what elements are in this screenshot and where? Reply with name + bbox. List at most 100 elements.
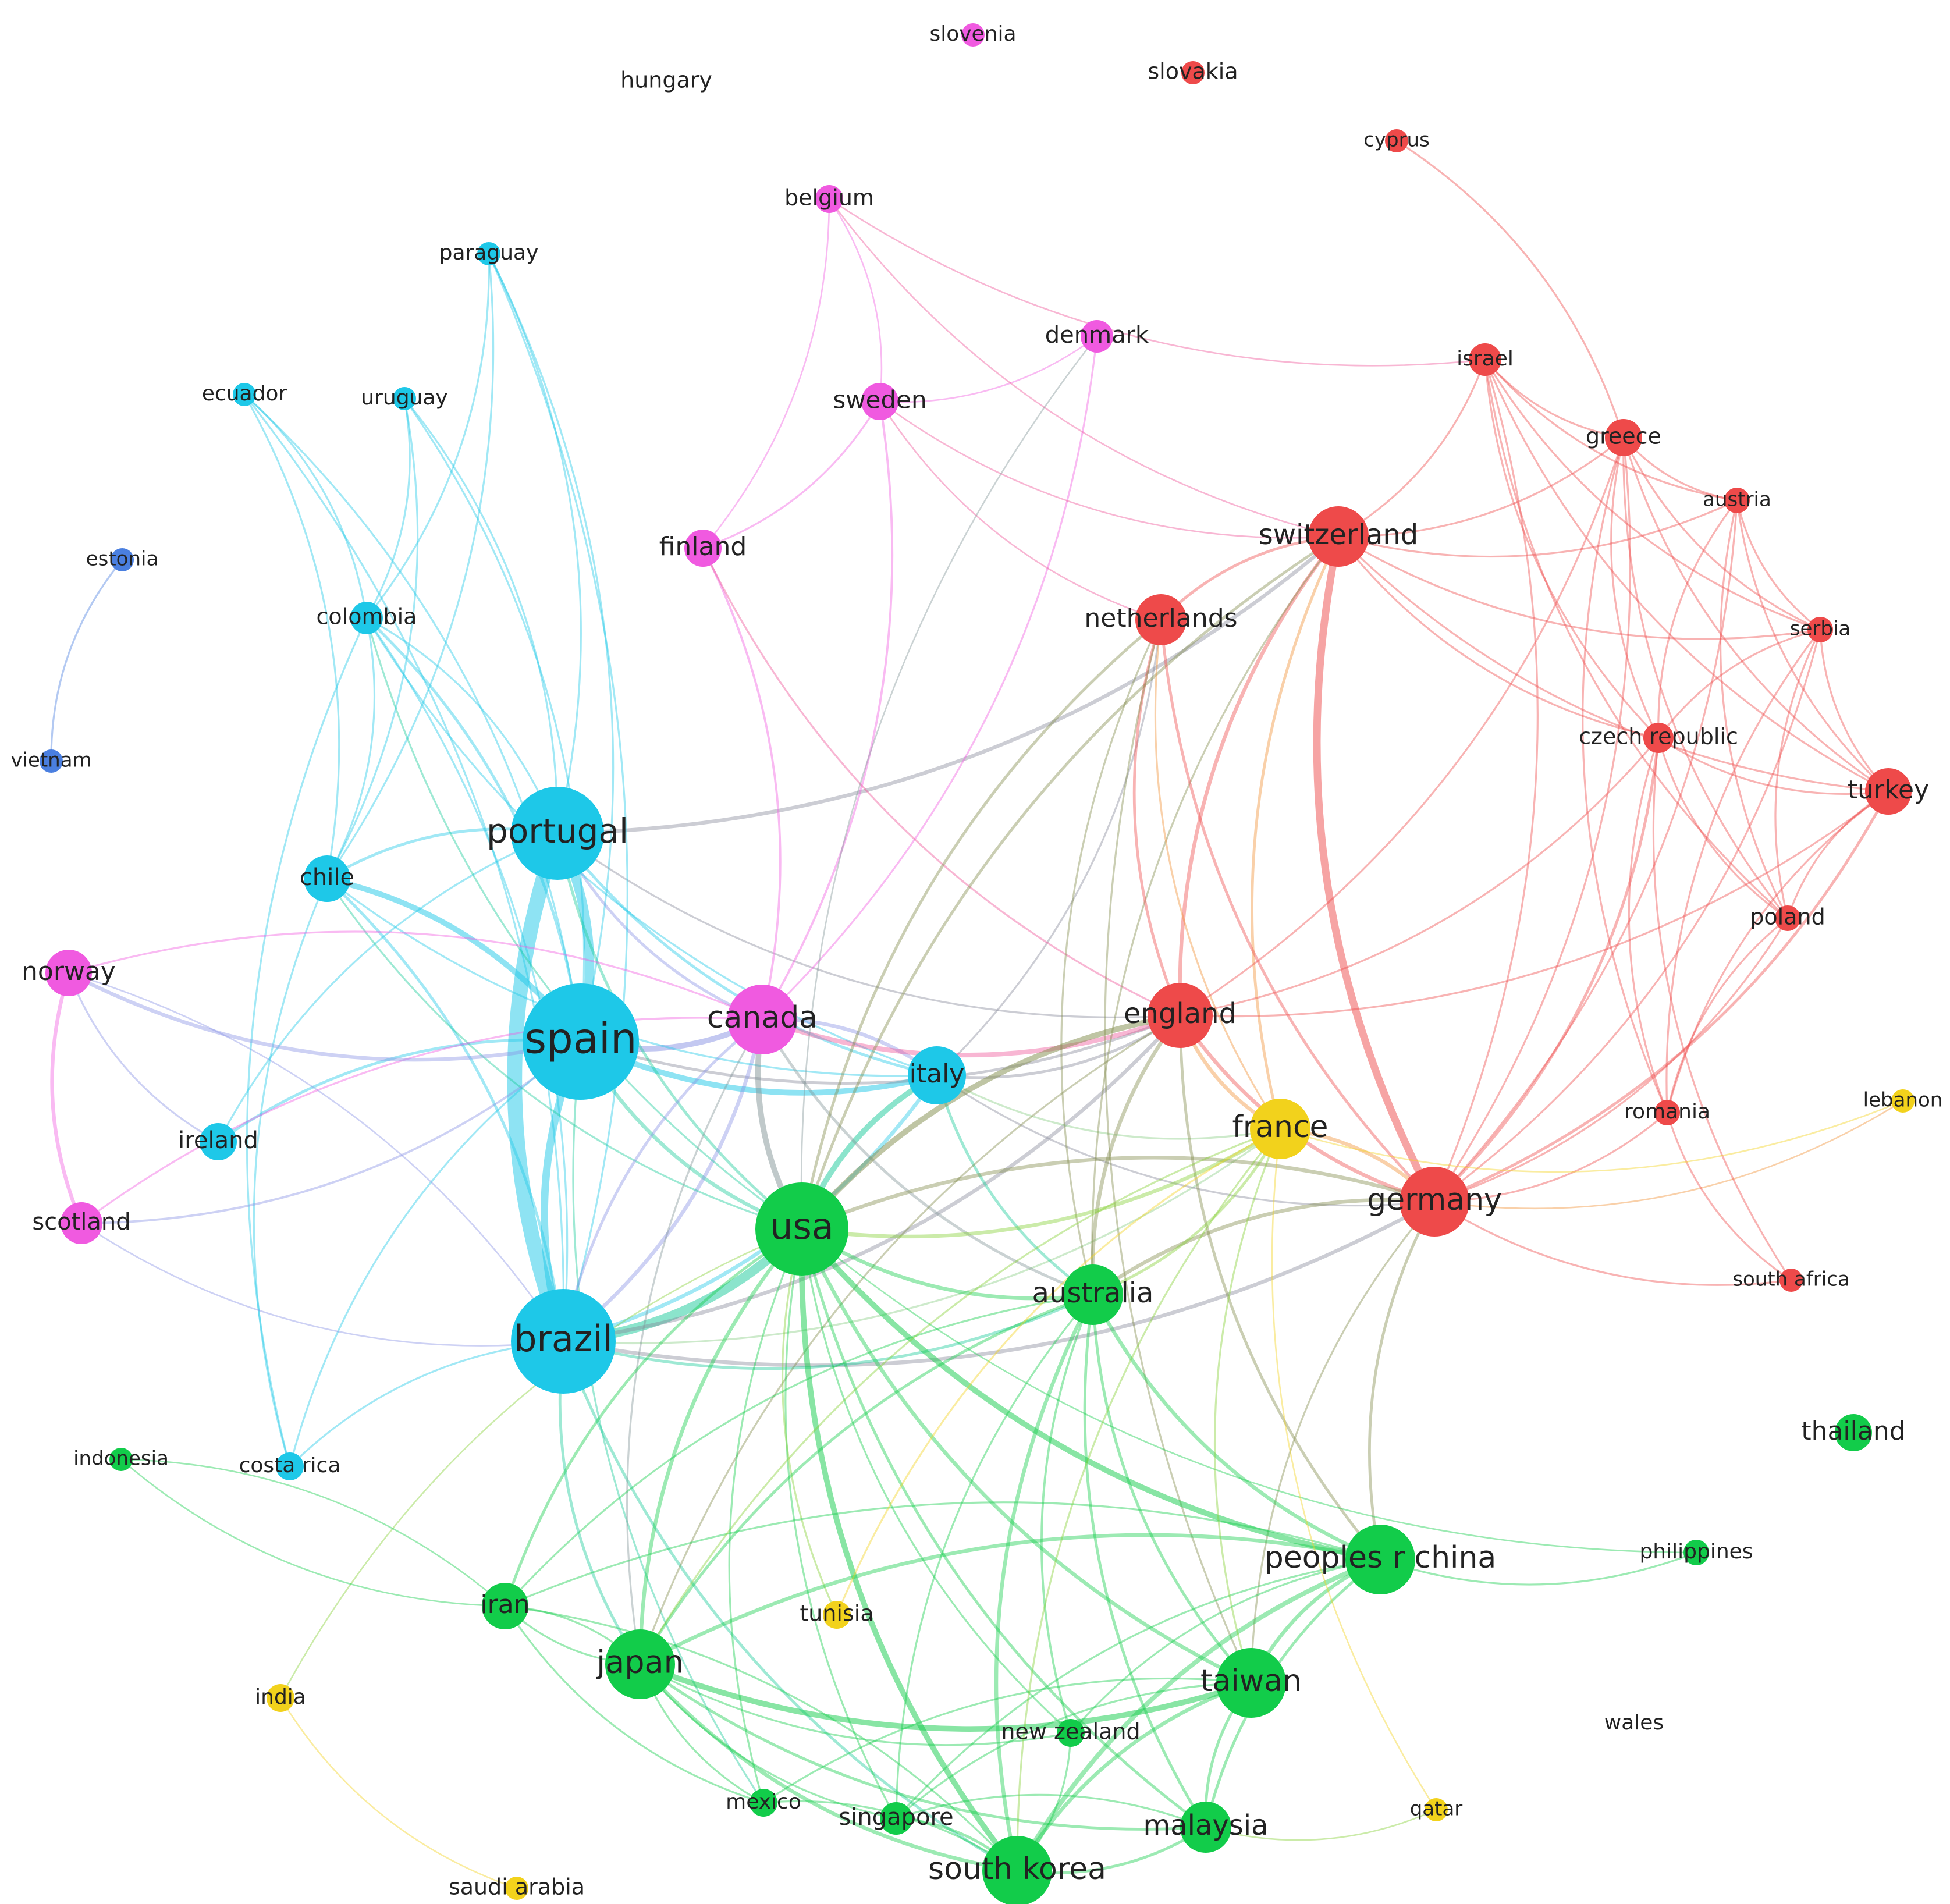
node-slovenia[interactable]	[961, 23, 985, 47]
node-mexico[interactable]	[750, 1789, 777, 1817]
edge-usa-south-korea	[798, 1226, 1020, 1874]
node-england[interactable]	[1148, 983, 1213, 1048]
edge-sweden-netherlands	[879, 400, 1162, 621]
node-netherlands[interactable]	[1135, 594, 1187, 645]
edge-australia-taiwan	[1091, 1293, 1253, 1685]
node-japan[interactable]	[605, 1629, 675, 1699]
node-label-colombia: colombia	[317, 604, 417, 630]
node-malaysia[interactable]	[1180, 1802, 1231, 1853]
node-tunisia[interactable]	[823, 1601, 851, 1629]
edge-turkey-poland	[1786, 790, 1889, 919]
node-czech-republic[interactable]	[1643, 723, 1674, 753]
edge-australia-singapore	[895, 1294, 1094, 1820]
node-canada[interactable]	[727, 985, 797, 1054]
edge-canada-denmark	[761, 335, 1098, 1021]
node-colombia[interactable]	[350, 602, 383, 634]
edge-colombia-uruguay	[365, 397, 411, 619]
edge-portugal-ireland	[217, 832, 559, 1143]
node-cyprus[interactable]	[1385, 129, 1408, 152]
edge-peoples-r-china-south-korea	[1015, 1557, 1383, 1873]
node-slovakia[interactable]	[1181, 61, 1205, 84]
node-brazil[interactable]	[511, 1289, 616, 1394]
node-label-ecuador: ecuador	[202, 382, 287, 406]
node-usa[interactable]	[755, 1182, 848, 1276]
node-serbia[interactable]	[1807, 617, 1833, 642]
node-estonia[interactable]	[111, 548, 134, 571]
node-uruguay[interactable]	[393, 387, 416, 410]
node-portugal[interactable]	[511, 787, 604, 880]
edge-germany-lebanon	[1433, 1100, 1904, 1210]
node-peoples-r-china[interactable]	[1345, 1525, 1415, 1594]
node-new-zealand[interactable]	[1057, 1719, 1085, 1747]
edge-romania-south-africa	[1666, 1111, 1792, 1281]
node-indonesia[interactable]	[109, 1448, 133, 1471]
node-norway[interactable]	[45, 950, 92, 996]
node-vietnam[interactable]	[40, 749, 63, 773]
node-scotland[interactable]	[61, 1202, 102, 1244]
node-india[interactable]	[267, 1684, 294, 1712]
node-greece[interactable]	[1605, 419, 1642, 456]
edge-netherlands-taiwan	[1104, 619, 1252, 1684]
edge-switzerland-england	[1178, 534, 1341, 1018]
node-sweden[interactable]	[861, 383, 898, 420]
node-israel[interactable]	[1469, 343, 1501, 376]
node-belgium[interactable]	[815, 185, 843, 213]
edge-austria-serbia	[1736, 499, 1821, 631]
edge-brazil-colombia	[365, 617, 569, 1342]
node-germany[interactable]	[1400, 1167, 1469, 1237]
edge-finland-england	[702, 547, 1181, 1017]
node-label-scotland: scotland	[32, 1209, 130, 1235]
node-australia[interactable]	[1063, 1264, 1123, 1325]
node-iran[interactable]	[482, 1583, 528, 1629]
node-taiwan[interactable]	[1216, 1648, 1286, 1718]
node-lebanon[interactable]	[1891, 1089, 1915, 1113]
edge-brazil-ecuador	[243, 393, 565, 1342]
node-label-czech-republic: czech republic	[1579, 724, 1738, 749]
node-label-netherlands: netherlands	[1084, 603, 1237, 633]
node-austria[interactable]	[1724, 488, 1750, 513]
edge-israel-turkey	[1484, 358, 1889, 793]
node-south-korea[interactable]	[982, 1836, 1052, 1904]
edge-peoples-r-china-singapore	[895, 1558, 1381, 1820]
edge-scotland-brazil	[80, 1222, 564, 1347]
edge-colombia-usa	[365, 617, 803, 1230]
edge-malaysia-qatar	[1205, 1809, 1437, 1841]
node-label-turkey: turkey	[1848, 775, 1929, 805]
node-italy[interactable]	[908, 1046, 966, 1104]
edge-australia-malaysia	[1083, 1293, 1207, 1829]
edge-germany-turkey	[1433, 790, 1890, 1203]
edge-switzerland-australia	[1091, 535, 1340, 1296]
node-turkey[interactable]	[1865, 768, 1912, 815]
node-spain[interactable]	[523, 983, 639, 1100]
node-costa-rica[interactable]	[276, 1452, 304, 1480]
edge-colombia-ecuador	[243, 393, 368, 619]
node-south-africa[interactable]	[1779, 1269, 1803, 1292]
edge-switzerland-greece	[1337, 436, 1625, 538]
node-thailand[interactable]	[1835, 1414, 1872, 1451]
node-ireland[interactable]	[200, 1123, 237, 1160]
node-switzerland[interactable]	[1308, 506, 1369, 567]
edge-england-usa	[799, 1013, 1183, 1232]
node-singapore[interactable]	[880, 1802, 912, 1835]
edge-austria-poland	[1719, 499, 1789, 919]
edge-usa-peoples-r-china	[799, 1226, 1383, 1562]
node-chile[interactable]	[304, 855, 350, 902]
node-ecuador[interactable]	[233, 383, 256, 406]
node-denmark[interactable]	[1081, 320, 1113, 353]
edge-usa-new-zealand	[801, 1228, 1072, 1734]
node-label-romania: romania	[1624, 1100, 1710, 1124]
node-france[interactable]	[1250, 1099, 1310, 1159]
node-qatar[interactable]	[1425, 1798, 1448, 1821]
edge-serbia-romania	[1665, 628, 1821, 1114]
node-finland[interactable]	[684, 530, 722, 567]
node-poland[interactable]	[1775, 905, 1800, 931]
edge-brazil-england	[561, 1013, 1182, 1344]
node-paraguay[interactable]	[477, 242, 500, 265]
node-philippines[interactable]	[1683, 1540, 1709, 1565]
edge-portugal-italy	[556, 832, 939, 1077]
node-romania[interactable]	[1654, 1100, 1680, 1125]
node-label-saudi-arabia: saudi arabia	[449, 1874, 585, 1900]
node-saudi-arabia[interactable]	[505, 1877, 528, 1900]
edge-australia-new-zealand	[1040, 1294, 1094, 1734]
